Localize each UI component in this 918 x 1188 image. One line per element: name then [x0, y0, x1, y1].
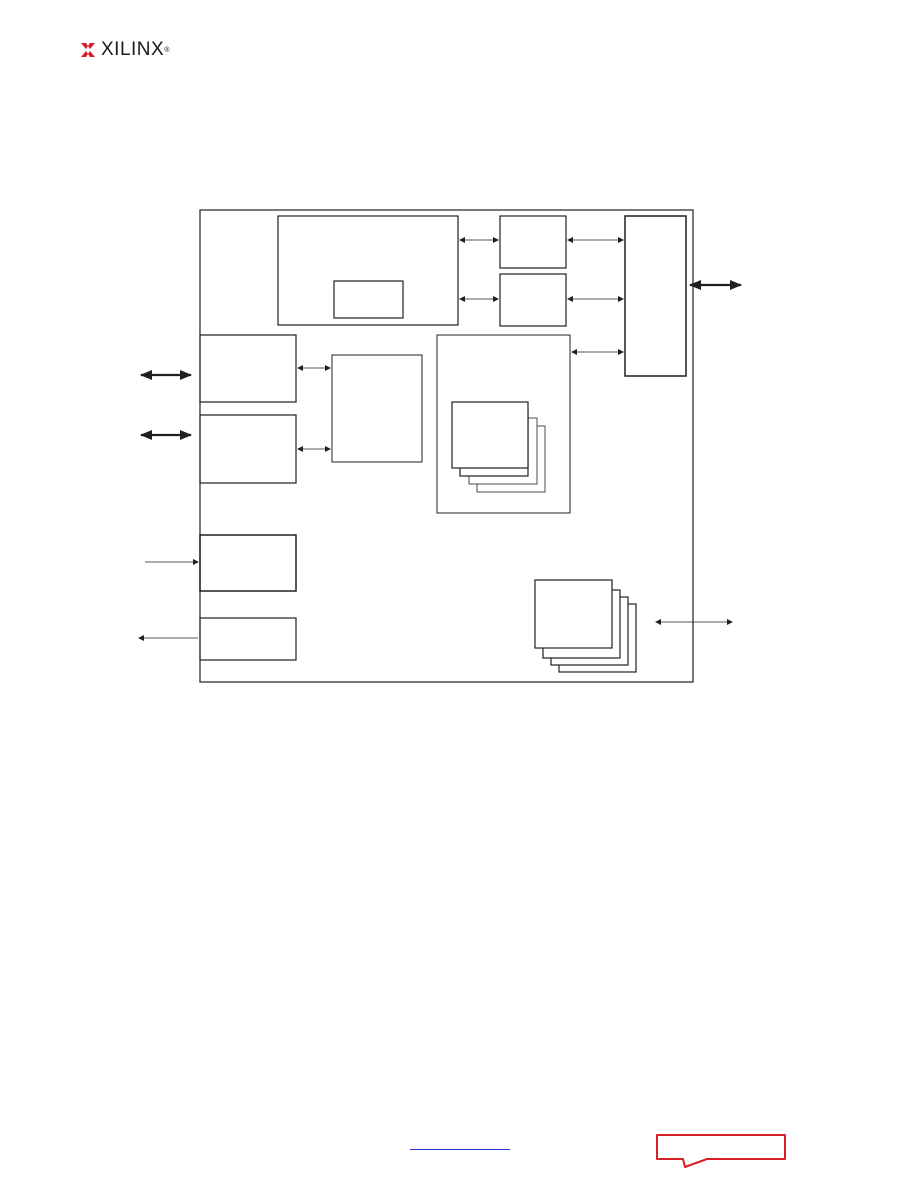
accelerator-container: [436, 334, 571, 514]
interface-block-upper: [499, 215, 567, 269]
output-block: [199, 617, 297, 661]
io-block-2: [199, 414, 297, 484]
input-block: [199, 534, 297, 592]
interface-block-lower: [499, 273, 567, 327]
io-block-1: [199, 334, 297, 403]
peripheral-unit-1: [534, 579, 613, 649]
top-processor-block: [277, 215, 459, 326]
xilinx-logo: XILINX ®: [80, 38, 169, 62]
registered-mark: ®: [164, 46, 170, 54]
logo-text: XILINX: [101, 39, 165, 60]
controller-block: [331, 354, 423, 463]
feedback-button[interactable]: [655, 1133, 787, 1169]
xilinx-logo-icon: [81, 43, 95, 57]
bus-block: [624, 215, 687, 377]
footer-link[interactable]: [410, 1138, 510, 1150]
inner-cache-block: [333, 280, 404, 319]
accelerator-unit-1: [451, 401, 529, 469]
